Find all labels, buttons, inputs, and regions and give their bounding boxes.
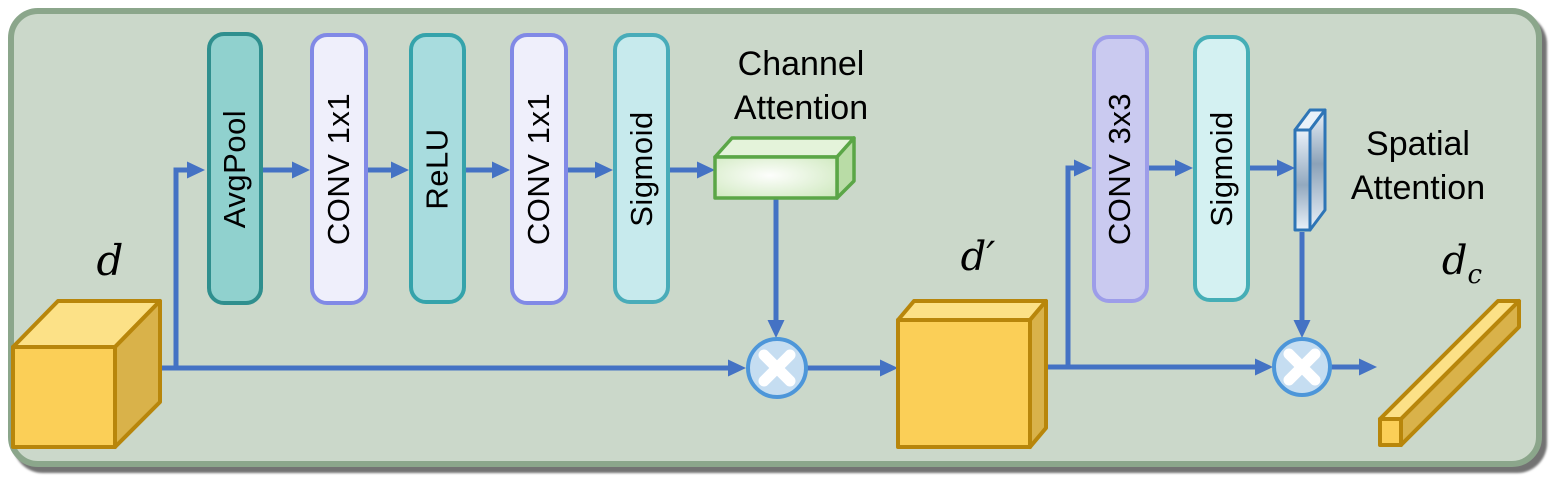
intermediate-tensor-cube: [896, 299, 1048, 449]
line-dprime-to-multiply2: [1046, 358, 1273, 376]
block-conv3x3-label: CONV 3x3: [1102, 92, 1138, 246]
spatial-attention-line2: Attention: [1350, 169, 1486, 207]
arrowhead: [1175, 159, 1193, 177]
arrow-avgpool-conv1x1: [263, 161, 310, 179]
arrowhead: [1293, 320, 1311, 338]
block-conv1x1-a-label: CONV 1x1: [321, 92, 357, 246]
arrow-slab-multiply2: [1293, 232, 1311, 338]
arrowhead: [492, 161, 510, 179]
output-label-base: d: [1441, 238, 1468, 284]
arrow-conv1x1-sigmoid: [568, 161, 613, 179]
multiply-node-spatial: [1272, 337, 1332, 397]
block-sigmoid-a-label: Sigmoid: [623, 110, 659, 227]
branch-dprime-to-conv3x3: [1065, 159, 1092, 367]
input-label: d: [96, 236, 124, 285]
arrowhead: [595, 161, 613, 179]
arrowhead: [292, 161, 310, 179]
branch-input-to-avgpool: [173, 161, 205, 368]
channel-attention-label: Channel Attention: [699, 42, 903, 130]
arrow-sigmoid-slab: [1250, 159, 1295, 177]
multiply-node-channel: [746, 337, 808, 399]
input-tensor-cube: [11, 299, 162, 449]
arrowhead: [1277, 159, 1295, 177]
block-sigmoid-a: Sigmoid: [613, 33, 670, 304]
arrow-relu-conv1x1: [466, 161, 510, 179]
output-label: dc: [1432, 238, 1492, 290]
block-conv1x1-b-label: CONV 1x1: [521, 92, 557, 246]
block-conv1x1-a: CONV 1x1: [310, 33, 368, 305]
multiply-icon: [758, 349, 796, 387]
connector-arrows: [158, 159, 1377, 377]
arrowhead: [880, 359, 898, 377]
block-avgpool: AvgPool: [207, 32, 263, 305]
output-label-subscript: c: [1467, 260, 1483, 290]
channel-attention-line2: Attention: [733, 89, 869, 127]
arrowhead: [391, 161, 409, 179]
arrowhead: [187, 161, 205, 179]
arrow-multiply-dprime: [806, 359, 898, 377]
block-sigmoid-b: Sigmoid: [1193, 35, 1250, 302]
arrowhead: [1255, 358, 1273, 376]
arrowhead: [728, 359, 746, 377]
block-relu: ReLU: [409, 33, 466, 304]
arrow-multiply2-output: [1331, 358, 1377, 376]
channel-attention-box: [713, 136, 856, 200]
spatial-attention-slab: [1293, 108, 1327, 232]
spatial-attention-line1: Spatial: [1366, 125, 1470, 163]
arrow-conv3x3-sigmoid: [1149, 159, 1193, 177]
arrow-sigmoid-channelbox: [670, 161, 715, 179]
arrow-conv1x1-relu: [368, 161, 409, 179]
channel-attention-line1: Channel: [737, 45, 865, 83]
arrowhead: [697, 161, 715, 179]
block-sigmoid-b-label: Sigmoid: [1203, 110, 1239, 227]
multiply-icon: [1283, 348, 1321, 386]
block-avgpool-label: AvgPool: [217, 109, 252, 228]
block-conv1x1-b: CONV 1x1: [510, 33, 568, 305]
arrowhead: [767, 320, 785, 338]
output-tensor-bar: [1378, 299, 1521, 447]
line-input-to-multiply: [158, 359, 746, 377]
arrowhead: [1359, 358, 1377, 376]
spatial-attention-label: Spatial Attention: [1332, 122, 1504, 210]
block-relu-label: ReLU: [419, 127, 455, 210]
arrow-channelbox-multiply: [767, 198, 785, 338]
intermediate-label: d′: [960, 234, 996, 280]
block-conv3x3: CONV 3x3: [1092, 35, 1149, 303]
arrowhead: [1074, 159, 1092, 177]
